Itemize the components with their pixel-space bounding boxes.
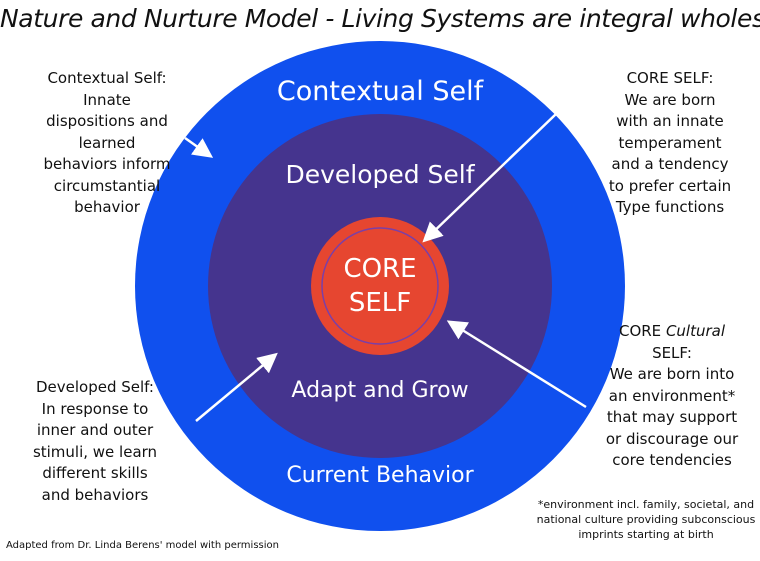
note-line: and a tendency: [611, 155, 729, 173]
note-line: We are born: [624, 90, 716, 109]
core-inner-ring: [321, 227, 439, 345]
note-line: different skills: [42, 464, 148, 482]
note-line: to prefer certain: [608, 176, 732, 195]
note-line: core tendencies: [612, 451, 732, 469]
developed-self-label: Developed Self: [285, 160, 475, 189]
core-label-line2: SELF: [348, 288, 412, 318]
note-cultural-word: Cultural: [665, 322, 725, 340]
note-line: In response to: [41, 399, 149, 418]
note-line: an environment*: [608, 386, 736, 405]
note-line: We are born into: [609, 365, 735, 383]
note-contextual-self: Contextual Self: Innate dispositions and…: [8, 68, 206, 219]
environment-footnote: *environment incl. family, societal, and…: [530, 497, 760, 542]
note-line: Developed Self:: [36, 378, 154, 396]
adapt-grow-label: Adapt and Grow: [291, 378, 469, 403]
note-line: CORE Cultural: [582, 321, 760, 343]
note-line: Innate: [83, 90, 131, 109]
arrow-core-cultural: [446, 320, 587, 409]
note-line: circumstantial: [53, 176, 161, 195]
note-line: that may support: [606, 408, 738, 426]
note-line: behavior: [74, 198, 140, 216]
core-self-label: CORE SELF: [320, 252, 440, 320]
page-title: Nature and Nurture Model - Living System…: [0, 4, 760, 33]
note-line: dispositions and: [46, 112, 168, 130]
note-line: SELF:: [652, 343, 692, 362]
arrow-developed: [195, 352, 278, 422]
arrow-contextual: [184, 136, 214, 158]
note-line: learned: [78, 133, 136, 152]
note-line: temperament: [618, 133, 722, 152]
note-line: Contextual Self:: [47, 69, 167, 87]
note-line: behaviors inform: [43, 155, 171, 173]
note-line: Type functions: [615, 198, 725, 216]
note-core-cultural-self: CORE Cultural SELF: We are born into an …: [582, 321, 760, 472]
arrow-core-self: [422, 113, 557, 243]
note-line: stimuli, we learn: [32, 442, 158, 461]
core-label-line1: CORE: [343, 254, 417, 284]
note-line: and behaviors: [41, 485, 149, 504]
note-line: or discourage our: [605, 429, 739, 448]
contextual-self-label: Contextual Self: [276, 76, 484, 107]
note-core-self: CORE SELF: We are born with an innate te…: [585, 68, 755, 219]
current-behavior-label: Current Behavior: [286, 463, 474, 488]
footnote-line: national culture providing subconscious: [536, 513, 756, 526]
note-line: with an innate: [616, 112, 724, 130]
core-circle: [311, 217, 449, 355]
footnote-line: *environment incl. family, societal, and: [537, 498, 755, 511]
note-line: CORE SELF:: [626, 69, 714, 87]
note-line: inner and outer: [36, 421, 154, 439]
footnote-line: imprints starting at birth: [578, 528, 714, 541]
credit-line: Adapted from Dr. Linda Berens' model wit…: [6, 540, 279, 551]
note-developed-self: Developed Self: In response to inner and…: [12, 377, 178, 506]
note-core-word: CORE: [618, 322, 666, 340]
